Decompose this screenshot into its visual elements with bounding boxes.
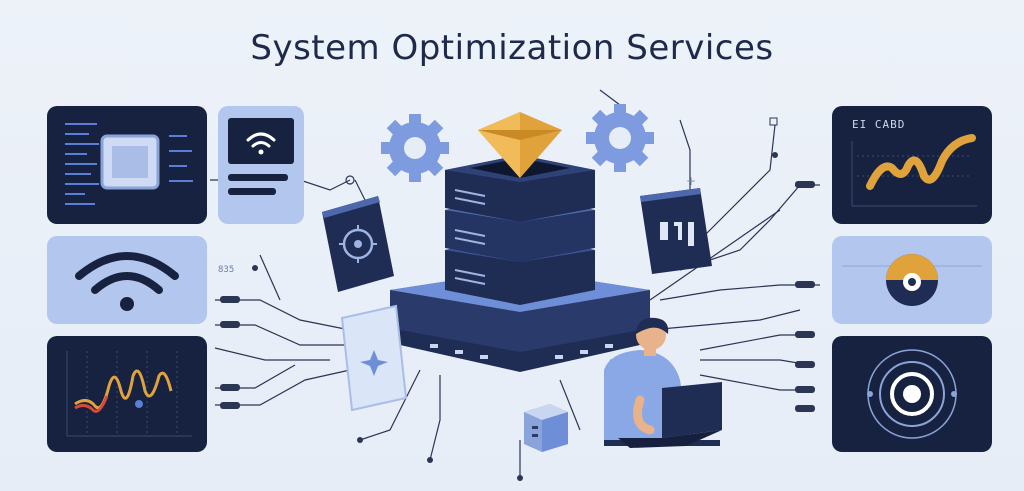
server-stack-icon [445, 155, 595, 305]
gem-icon [478, 112, 562, 178]
left-small-label: 835 [218, 265, 235, 275]
waveform-icon [66, 351, 192, 437]
chart-panel-label: EI CABD [852, 118, 906, 131]
gear-icon [381, 114, 449, 182]
chart-panel: EI CABD [832, 106, 992, 224]
page-title: System Optimization Services [250, 28, 774, 68]
cube-icon [524, 404, 568, 452]
svg-text:+: + [686, 174, 696, 188]
gear-icon-2 [586, 104, 654, 172]
chip-icon [65, 123, 193, 205]
wifi-panel [47, 236, 207, 324]
target-icon [867, 349, 957, 439]
target-tile [322, 196, 394, 292]
target-panel [832, 336, 992, 452]
waveform-panel [47, 336, 207, 452]
gauge-panel [832, 236, 992, 324]
wifi-card-panel [218, 106, 304, 224]
wifi-icon [75, 252, 179, 311]
line-chart-icon [851, 134, 977, 207]
chip-tile [640, 188, 712, 274]
wifi-card-icon [228, 118, 294, 195]
gauge-icon [842, 254, 982, 306]
laptop-icon [618, 382, 722, 448]
star-card [340, 304, 408, 412]
code-chip-panel [47, 106, 207, 224]
